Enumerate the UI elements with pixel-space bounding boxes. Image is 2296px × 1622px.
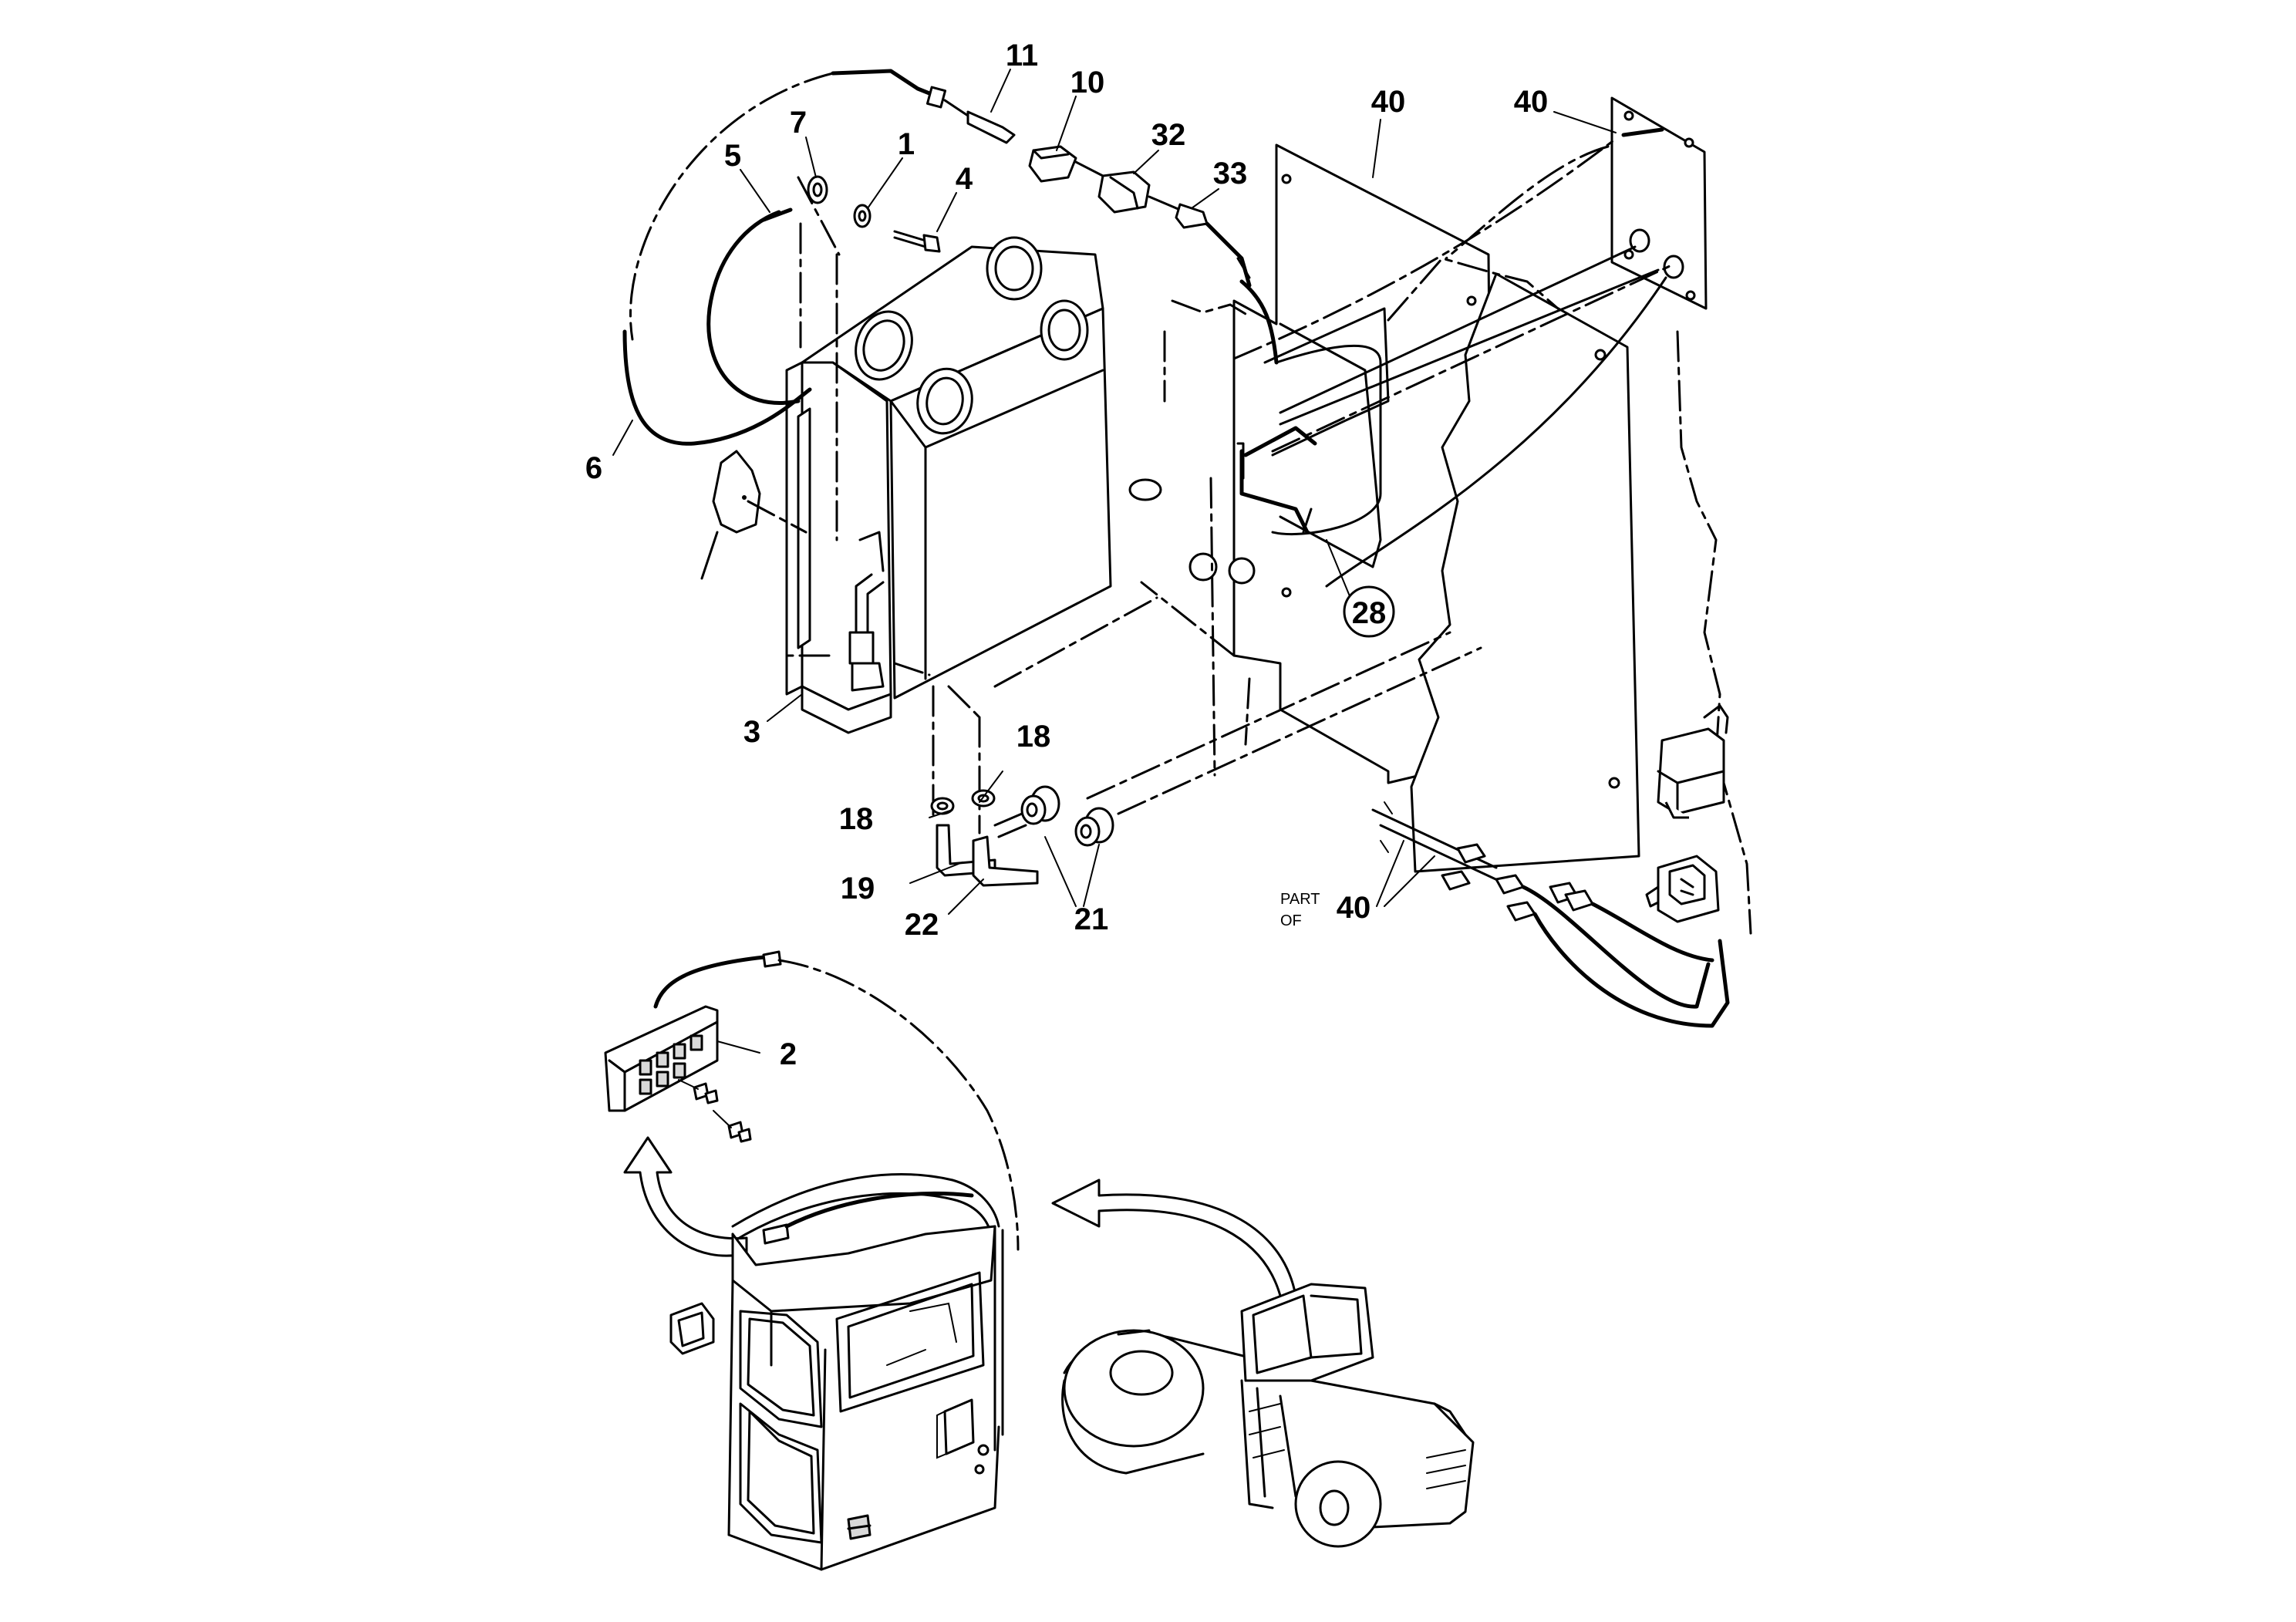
hose-fittings: [930, 785, 1114, 887]
arrow-icon: [623, 1136, 748, 1257]
heater-unit: [785, 236, 1112, 734]
arrow-icon-2: [1051, 1179, 1297, 1297]
callout-40-top-right: 40: [1514, 85, 1549, 119]
callout-3: 3: [743, 715, 760, 749]
callout-22: 22: [905, 908, 939, 942]
leader-lines: [612, 69, 1617, 1054]
callout-7: 7: [790, 106, 807, 140]
callout-1: 1: [898, 127, 915, 161]
callout-19: 19: [841, 872, 875, 905]
wiring-panel: [1387, 257, 1752, 935]
cab-illustration: [669, 1173, 1004, 1571]
callout-28: 28: [1352, 596, 1387, 630]
cab-rear-panel: [1140, 143, 1494, 784]
callout-33: 33: [1213, 157, 1248, 191]
cable-harness: [622, 69, 947, 446]
callout-labels: 11 10 32 33 40 40 7 1 4 5 6 3 18 18 19 2…: [585, 39, 1548, 1071]
roller-compactor-illustration: [1061, 1283, 1475, 1548]
callout-32: 32: [1151, 118, 1186, 152]
callout-2: 2: [780, 1037, 797, 1071]
callout-18-right: 18: [1017, 720, 1051, 754]
callout-40-top-left: 40: [1371, 85, 1406, 119]
connector-chain: [943, 99, 1252, 288]
part-of-note-line2: OF: [1280, 912, 1302, 929]
heater-hose-28: [1128, 279, 1390, 535]
callout-4: 4: [956, 162, 973, 196]
mounting-plate: [1610, 96, 1708, 310]
part-of-note-line1: PART: [1280, 891, 1320, 908]
callout-6: 6: [585, 451, 602, 485]
callout-5: 5: [724, 139, 741, 173]
callout-21: 21: [1074, 902, 1109, 936]
relay-harness: [1371, 704, 1730, 1028]
callout-40-part-of: 40: [1337, 891, 1371, 925]
callout-18-left: 18: [839, 802, 874, 836]
switch-panel: [604, 950, 1020, 1251]
fastener-set: [807, 175, 941, 253]
heat-shield-icon: [700, 450, 807, 580]
callout-10: 10: [1070, 66, 1105, 99]
callout-11: 11: [1006, 39, 1038, 73]
